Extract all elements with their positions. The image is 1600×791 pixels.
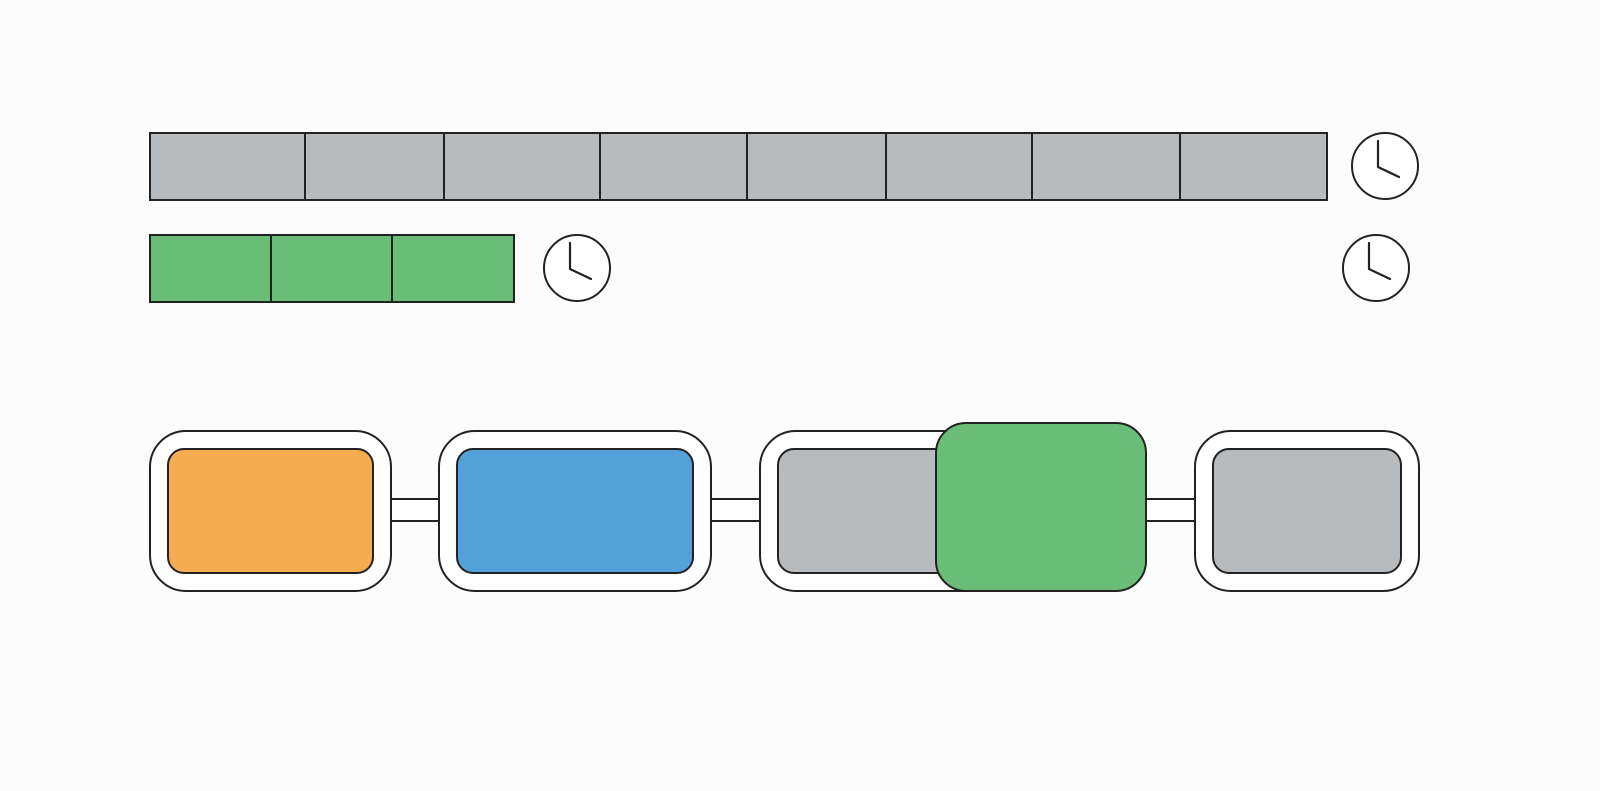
stage-block (456, 448, 694, 574)
clock-icon (1351, 132, 1419, 200)
bar-segment (149, 234, 272, 303)
pipeline-stages (149, 430, 1420, 592)
clock-face (1351, 132, 1419, 200)
bar-segment (391, 234, 515, 303)
bar-segment (443, 132, 601, 201)
connector (388, 498, 442, 522)
clock-face (543, 234, 611, 302)
clock-hands (1376, 139, 1401, 179)
clock-icon (543, 234, 611, 302)
active-block (935, 422, 1147, 592)
pipeline-stage (1194, 430, 1420, 592)
clock-face (1342, 234, 1410, 302)
bar-segment (1031, 132, 1181, 201)
clock-icon (1342, 234, 1410, 302)
bar-segment (304, 132, 445, 201)
bar-segment (746, 132, 887, 201)
stage-block (1212, 448, 1402, 574)
clock-hands (1367, 241, 1392, 281)
bar-segment (1179, 132, 1328, 201)
pipeline-stage (149, 430, 392, 592)
active-block-rect (935, 422, 1147, 592)
bar-segment (599, 132, 748, 201)
clock-hands (568, 241, 593, 281)
gray-segmented-bar (149, 132, 1328, 201)
pipeline-stage (438, 430, 712, 592)
bar-segment (885, 132, 1033, 201)
bar-segment (149, 132, 306, 201)
stage-block (167, 448, 374, 574)
connector (1143, 498, 1198, 522)
connector (708, 498, 763, 522)
bar-segment (270, 234, 393, 303)
green-segmented-bar (149, 234, 515, 303)
